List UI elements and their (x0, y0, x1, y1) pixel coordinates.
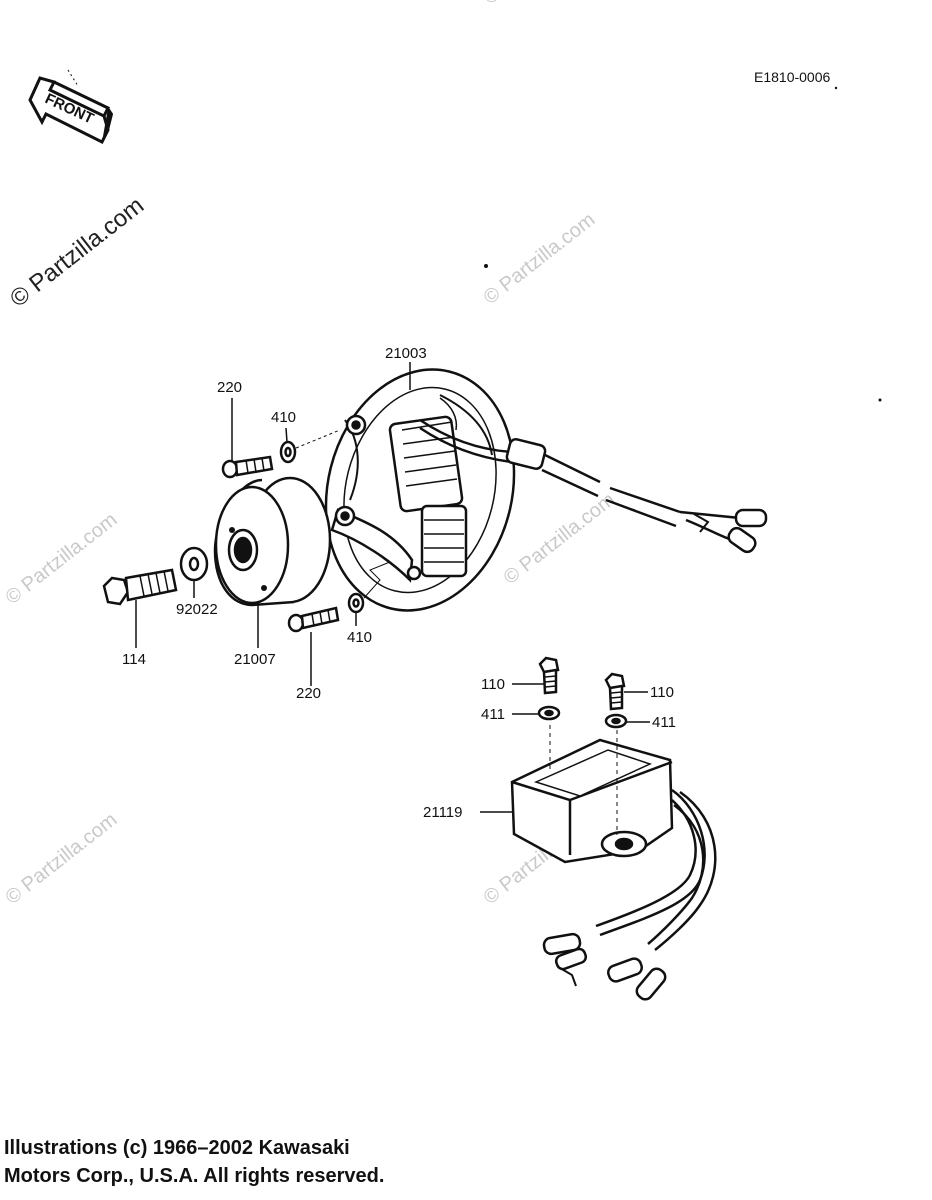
leader-lines (135, 362, 650, 813)
label-rotor-washer: 92022 (176, 601, 218, 618)
cdi-harness (542, 788, 717, 1001)
copyright-footer: Illustrations (c) 1966–2002 Kawasaki Mot… (4, 1134, 384, 1190)
label-bolt-left: 110 (481, 676, 505, 693)
watermark: © Partzilla.com (2, 809, 122, 909)
bolt-left (538, 656, 560, 695)
label-bolt-right: 110 (650, 684, 674, 701)
label-stator: 21003 (385, 345, 427, 362)
watermark: © Partzilla.com (500, 489, 620, 589)
label-washer-lower: 410 (347, 629, 372, 646)
rotor-washer (179, 546, 209, 582)
specks (484, 86, 882, 402)
upper-washer (279, 440, 297, 464)
upper-screw (221, 455, 274, 479)
cdi-unit (510, 738, 674, 864)
stator-plate (324, 368, 516, 612)
bolt-right (604, 672, 626, 711)
label-screw-upper: 220 (217, 379, 242, 396)
label-rotor: 21007 (234, 651, 276, 668)
label-rotor-bolt: 114 (122, 651, 146, 668)
rotor-bolt (102, 568, 178, 606)
lower-washer (347, 592, 365, 614)
label-washer-left: 411 (481, 706, 505, 723)
washer-left (537, 705, 561, 721)
watermark: © Partzilla.com (480, 0, 600, 9)
watermark: © Partzilla.com (2, 509, 122, 609)
stator-harness (419, 418, 768, 554)
watermark-main: © Partzilla.com (5, 192, 149, 313)
label-cdi-unit: 21119 (423, 804, 463, 821)
washer-right (604, 713, 628, 729)
front-arrow-badge: FRONT (28, 69, 114, 145)
label-screw-lower: 220 (296, 685, 321, 702)
lower-screw (287, 606, 340, 633)
part-labels: 21003 220 410 114 92022 21007 220 410 11… (122, 345, 676, 821)
label-washer-right: 411 (652, 714, 676, 731)
diagram-code: E1810-0006 (754, 69, 831, 85)
copyright-line-1: Illustrations (c) 1966–2002 Kawasaki (4, 1137, 350, 1159)
label-washer-upper: 410 (271, 409, 296, 426)
copyright-line-2: Motors Corp., U.S.A. All rights reserved… (4, 1165, 385, 1187)
watermark: © Partzilla.com (480, 209, 600, 309)
flywheel-rotor (213, 476, 332, 607)
